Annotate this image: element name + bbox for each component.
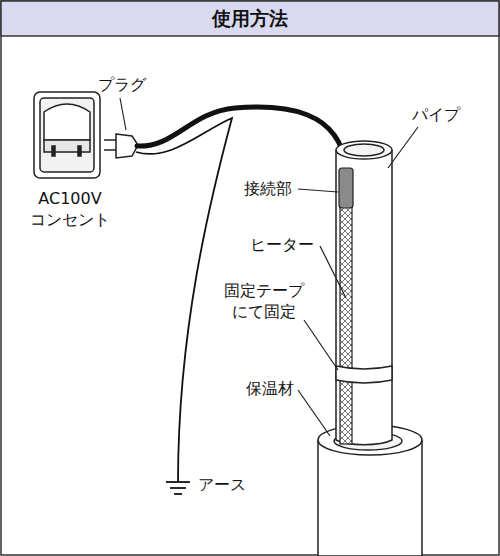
power-cable <box>137 107 346 168</box>
part-label: パイプ <box>412 104 460 125</box>
connection-part <box>339 168 353 208</box>
part-label: ヒーター <box>250 234 314 255</box>
title: 使用方法 <box>0 0 500 36</box>
plug <box>104 134 138 158</box>
part-label: プラグ <box>98 74 146 95</box>
part-label: 保温材 <box>246 378 294 399</box>
part-label: 固定テープ にて固定 <box>212 280 316 322</box>
pipe <box>336 141 392 445</box>
title-band <box>1 1 499 36</box>
outlet <box>34 92 100 178</box>
part-label: アース <box>198 474 246 495</box>
leader-lines <box>120 98 418 436</box>
earth-wire <box>136 118 232 482</box>
part-label: AC100V コンセント <box>20 188 120 230</box>
heater <box>340 204 352 444</box>
fixing-tape <box>336 366 392 383</box>
part-label: 接続部 <box>244 178 292 199</box>
earth-symbol <box>166 482 190 494</box>
